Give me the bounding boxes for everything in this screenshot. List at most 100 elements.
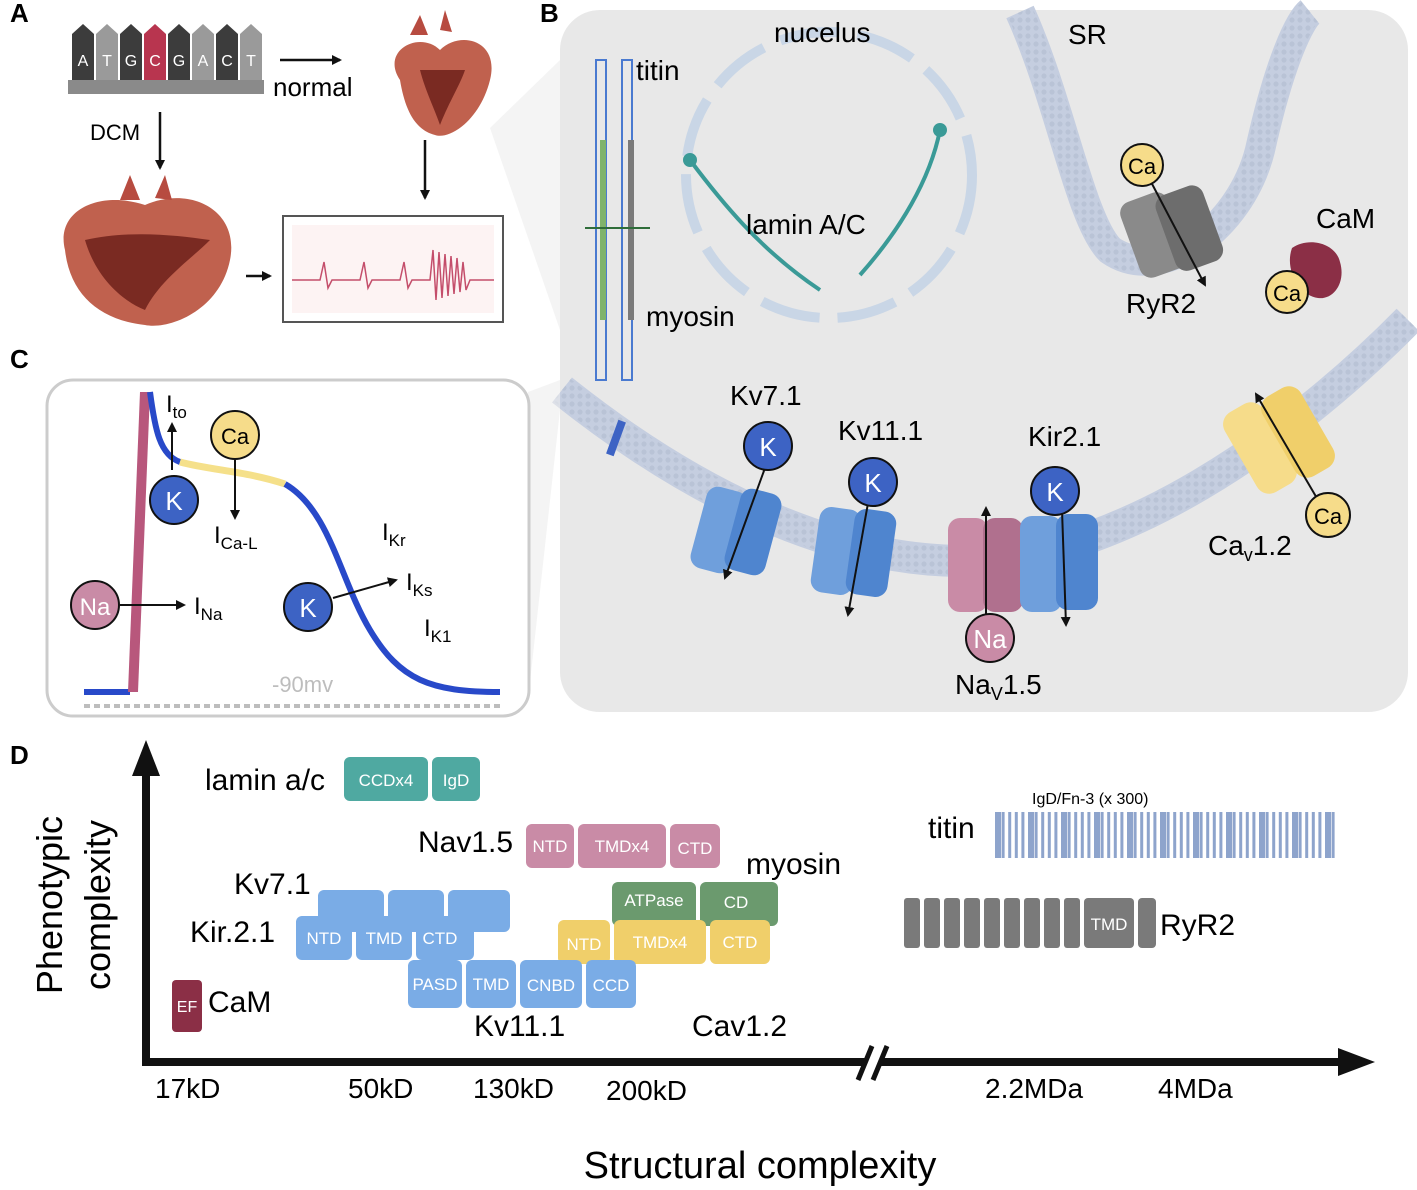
lamin-label: lamin A/C bbox=[746, 209, 866, 240]
ryr2-block bbox=[924, 898, 940, 948]
action-potential-box bbox=[45, 378, 531, 718]
ryr2-block bbox=[984, 898, 1000, 948]
ina-label: INa bbox=[194, 593, 223, 624]
svg-text:TMD: TMD bbox=[366, 929, 403, 948]
svg-text:Ca: Ca bbox=[1273, 281, 1302, 306]
cam-name: CaM bbox=[208, 986, 271, 1019]
svg-text:T: T bbox=[246, 53, 256, 70]
svg-text:CCD: CCD bbox=[593, 976, 630, 995]
kv71-name: Kv7.1 bbox=[234, 868, 311, 901]
titin-repeat-stripe bbox=[1318, 812, 1322, 858]
titin-repeat-stripe bbox=[1331, 812, 1335, 858]
dna-base: C bbox=[144, 24, 166, 80]
svg-text:K: K bbox=[759, 432, 777, 462]
myosin-domain-bar: ATPase CD bbox=[612, 882, 778, 926]
x-tick-label: 2.2MDa bbox=[985, 1073, 1083, 1104]
dna-base: A bbox=[192, 24, 214, 80]
svg-text:TMDx4: TMDx4 bbox=[633, 933, 688, 952]
myosin-name: myosin bbox=[746, 848, 841, 881]
ryr2-block bbox=[904, 898, 920, 948]
svg-text:Na: Na bbox=[973, 624, 1007, 654]
ryr2-block bbox=[944, 898, 960, 948]
ryr2-domain-bar: TMD bbox=[904, 898, 1156, 948]
ryr2-label: RyR2 bbox=[1126, 288, 1196, 319]
svg-text:K: K bbox=[1046, 477, 1064, 507]
titin-repeat-stripe bbox=[1292, 812, 1298, 858]
x-tick-labels: 17kD 50kD 130kD 200kD 2.2MDa 4MDa bbox=[155, 1073, 1233, 1106]
svg-text:A: A bbox=[78, 53, 89, 70]
svg-text:G: G bbox=[125, 53, 137, 70]
k-ion-kv71: K bbox=[743, 421, 793, 471]
ical-label: ICa-L bbox=[214, 522, 258, 553]
titin-repeat-stripe bbox=[1113, 812, 1117, 858]
titin-repeat-stripe bbox=[1067, 812, 1071, 858]
sarcomere-graphic bbox=[585, 59, 650, 381]
titin-repeat-stripe bbox=[1272, 812, 1276, 858]
kir21-name: Kir.2.1 bbox=[190, 916, 275, 949]
titin-repeat-stripe bbox=[1028, 812, 1034, 858]
titin-repeat-stripe bbox=[1226, 812, 1232, 858]
x-axis-title: Structural complexity bbox=[584, 1145, 937, 1187]
axis-break bbox=[855, 1045, 890, 1081]
titin-repeat-stripe bbox=[1153, 812, 1157, 858]
ik1-label: IK1 bbox=[424, 615, 451, 646]
ecg-trace-box bbox=[282, 215, 504, 323]
ito-label: Ito bbox=[166, 391, 187, 422]
svg-text:PASD: PASD bbox=[412, 975, 457, 994]
svg-text:C: C bbox=[149, 53, 161, 70]
iks-label: IKs bbox=[406, 569, 433, 600]
cam-domain-bar: EF bbox=[172, 980, 202, 1032]
ryr2-name: RyR2 bbox=[1160, 909, 1235, 942]
dna-base: G bbox=[168, 24, 190, 80]
membrane-zoom-marker bbox=[606, 419, 626, 457]
nucleus-label: nucelus bbox=[774, 17, 871, 48]
dna-base: A bbox=[72, 24, 94, 80]
titin-repeat-stripe bbox=[1160, 812, 1166, 858]
cav12-domain-bar: NTD TMDx4 CTD bbox=[558, 920, 770, 964]
titin-repeat-stripe bbox=[1305, 812, 1309, 858]
nav15-domain-bar: NTD TMDx4 CTD bbox=[526, 824, 720, 868]
cav12-label: Cav1.2 bbox=[1208, 530, 1292, 565]
titin-repeat-label: IgD/Fn-3 (x 300) bbox=[1032, 791, 1148, 808]
svg-text:CTD: CTD bbox=[723, 933, 758, 952]
dna-base: G bbox=[120, 24, 142, 80]
titin-repeat-stripe bbox=[1127, 812, 1133, 858]
svg-text:K: K bbox=[864, 468, 882, 498]
x-tick-label: 130kD bbox=[473, 1073, 554, 1104]
titin-repeat-stripe bbox=[1206, 812, 1210, 858]
svg-text:K: K bbox=[165, 486, 183, 516]
x-axis-arrowhead bbox=[1338, 1048, 1375, 1076]
lamin-domain-bar: CCDx4 IgD bbox=[344, 757, 480, 801]
svg-text:Ca: Ca bbox=[1314, 504, 1343, 529]
ca-ion-cam: Ca bbox=[1265, 270, 1309, 314]
k-ion-ikr: K bbox=[283, 582, 333, 632]
cav12-name: Cav1.2 bbox=[692, 1010, 787, 1043]
ca-ion-ical: Ca bbox=[210, 410, 260, 460]
dcm-heart-image bbox=[63, 175, 232, 326]
nucleus-envelope bbox=[681, 27, 977, 323]
titin-name: titin bbox=[928, 812, 975, 845]
titin-repeat-stripe bbox=[1298, 812, 1302, 858]
dna-baseplate bbox=[68, 80, 264, 94]
ryr2-channel bbox=[1120, 179, 1224, 287]
rest-potential-label: -90mv bbox=[272, 672, 333, 697]
x-tick-label: 17kD bbox=[155, 1073, 220, 1104]
lamin-filaments bbox=[683, 123, 947, 292]
svg-text:ATPase: ATPase bbox=[624, 891, 683, 910]
k-ion-kir21: K bbox=[1030, 466, 1080, 516]
kv71-channel bbox=[690, 467, 782, 580]
x-tick-label: 200kD bbox=[606, 1075, 687, 1106]
ryr2-block bbox=[964, 898, 980, 948]
dcm-label: DCM bbox=[90, 120, 140, 145]
titin-repeat-stripe bbox=[1166, 812, 1170, 858]
svg-text:TMDx4: TMDx4 bbox=[595, 837, 650, 856]
kir21-domain-bar: NTD TMD CTD bbox=[296, 916, 474, 960]
ryr2-block bbox=[1004, 898, 1020, 948]
titin-repeat-stripe bbox=[1100, 812, 1104, 858]
k-ion-ito: K bbox=[149, 475, 199, 525]
titin-repeat-stripe bbox=[1325, 812, 1331, 858]
svg-text:NTD: NTD bbox=[533, 837, 568, 856]
titin-repeat-stripe bbox=[1179, 812, 1183, 858]
svg-text:EF: EF bbox=[177, 999, 198, 1016]
